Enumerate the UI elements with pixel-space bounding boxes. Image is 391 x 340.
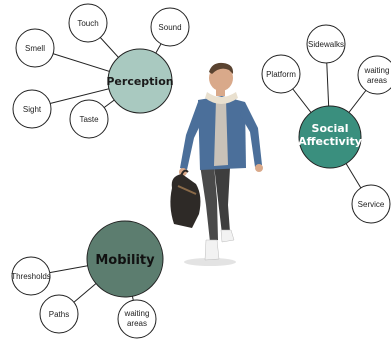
perception-hub xyxy=(107,48,173,114)
mobility-waiting-areas-node xyxy=(117,299,157,339)
paths-label: Paths xyxy=(49,310,69,319)
mobility-hub xyxy=(86,220,164,298)
mobility-label: Mobility xyxy=(95,253,155,268)
social-label-line1: Social xyxy=(312,122,349,135)
taste-node xyxy=(69,99,109,139)
platform-label: Platform xyxy=(266,70,296,79)
paths-node xyxy=(39,294,79,334)
mobility-areas-label: areas xyxy=(127,319,147,328)
social-waiting-label: waiting xyxy=(364,66,390,75)
service-node xyxy=(351,184,391,224)
smell-node xyxy=(15,28,55,68)
taste-label: Taste xyxy=(79,115,99,124)
sound-label: Sound xyxy=(158,23,181,32)
perception-label: Perception xyxy=(106,75,173,88)
service-label: Service xyxy=(358,200,385,209)
touch-node xyxy=(68,3,108,43)
social-label-line2: Affectivity xyxy=(298,135,362,148)
social-waiting-areas-node xyxy=(357,55,391,95)
walking-man-photo xyxy=(170,62,263,266)
social-areas-label: areas xyxy=(367,76,387,85)
sound-node xyxy=(150,7,190,47)
sight-label: Sight xyxy=(23,105,42,114)
mobility-waiting-label: waiting xyxy=(124,309,150,318)
platform-node xyxy=(261,54,301,94)
smell-label: Smell xyxy=(25,44,45,53)
thresholds-node xyxy=(11,256,51,296)
touch-label: Touch xyxy=(77,19,98,28)
sidewalks-node xyxy=(306,24,346,64)
sight-node xyxy=(12,89,52,129)
social-affectivity-hub xyxy=(298,105,362,169)
thresholds-label: Thresholds xyxy=(11,272,51,281)
sidewalks-label: Sidewalks xyxy=(308,40,344,49)
